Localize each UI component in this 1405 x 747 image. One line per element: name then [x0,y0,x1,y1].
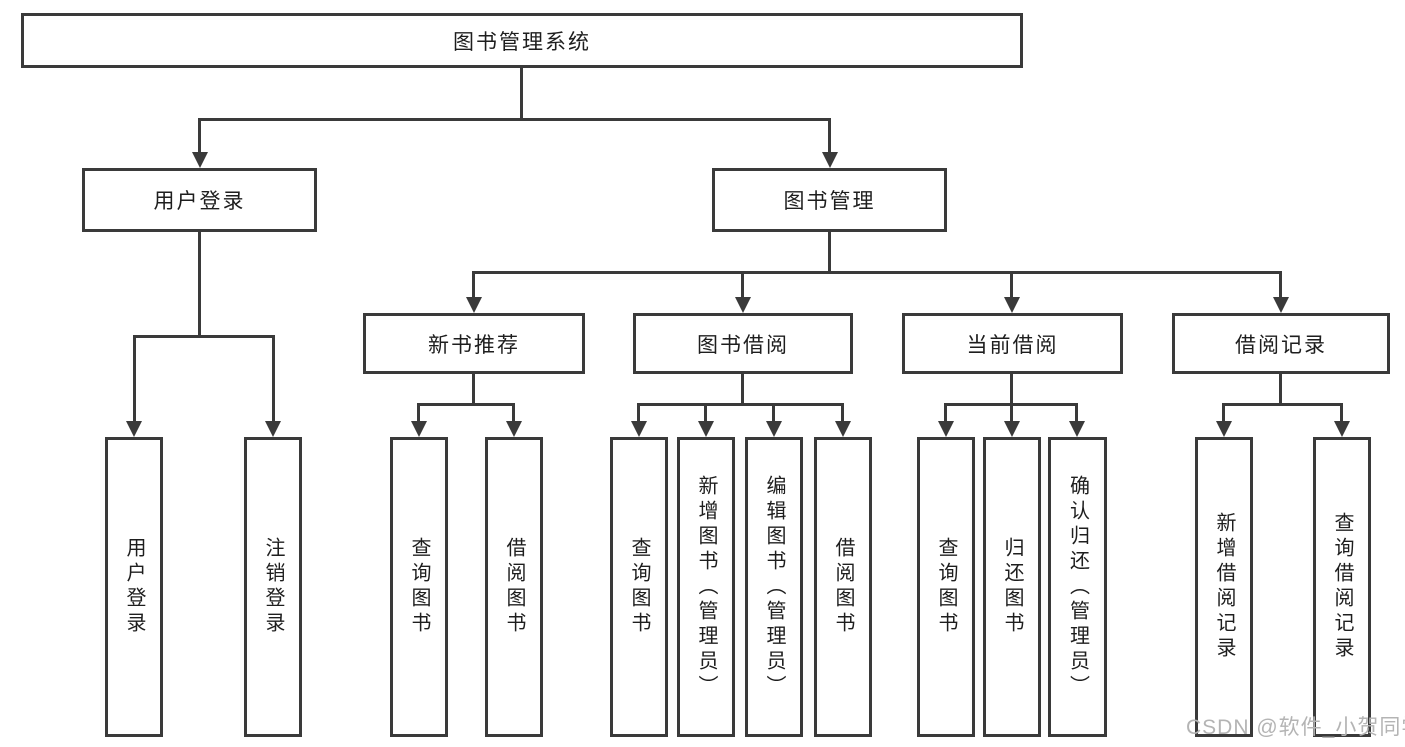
connector-line [741,271,744,299]
node-label: 借阅记录 [1235,333,1327,357]
connector-arrowhead [411,421,427,437]
connector-line [472,271,475,299]
node-label: 新书推荐 [428,333,520,357]
connector-arrowhead [938,421,954,437]
connector-line [1010,374,1013,405]
node-label: 注销登录 [262,537,284,637]
leaf-query-books-2: 查询图书 [610,437,668,737]
leaf-user-login: 用户登录 [105,437,163,737]
node-root: 图书管理系统 [21,13,1023,68]
connector-arrowhead [466,297,482,313]
node-book-borrow: 图书借阅 [633,313,853,374]
leaf-add-borrow-record: 新增借阅记录 [1195,437,1253,737]
connector-line [1340,403,1343,423]
connector-arrowhead [822,152,838,168]
connector-arrowhead [1334,421,1350,437]
leaf-borrow-books-2: 借阅图书 [814,437,872,737]
node-label: 新增借阅记录 [1213,512,1235,662]
connector-line [1010,271,1013,299]
node-label: 当前借阅 [966,333,1059,357]
leaf-query-books-3: 查询图书 [917,437,975,737]
connector-arrowhead [1273,297,1289,313]
node-label: 新增图书（管理员） [695,474,717,700]
node-label: 图书借阅 [697,333,789,357]
node-label: 编辑图书（管理员） [763,474,785,700]
node-label: 归还图书 [1001,537,1023,637]
connector-line [1222,403,1343,406]
connector-line [417,403,420,423]
node-label: 借阅图书 [832,537,854,637]
connector-line [198,118,201,156]
node-label: 确认归还（管理员） [1066,474,1089,700]
connector-line [637,403,844,406]
connector-line [741,374,744,405]
connector-line [772,403,775,423]
connector-line [841,403,844,423]
connector-line [944,403,947,423]
node-label: 查询借阅记录 [1331,512,1353,662]
connector-line [272,335,275,423]
connector-line [704,403,707,423]
node-label: 图书管理 [783,190,876,213]
connector-arrowhead [631,421,647,437]
connector-line [1075,403,1078,423]
connector-line [198,232,201,337]
node-label: 借阅图书 [503,537,525,637]
connector-line [520,68,523,120]
node-label: 查询图书 [628,537,650,637]
node-label: 图书管理系统 [453,30,591,54]
connector-arrowhead [1069,421,1085,437]
connector-line [472,374,475,405]
leaf-confirm-return-admin: 确认归还（管理员） [1048,437,1107,737]
connector-arrowhead [766,421,782,437]
node-new-book-recommend: 新书推荐 [363,313,585,374]
connector-arrowhead [1004,297,1020,313]
node-label: 查询图书 [935,537,957,637]
connector-line [1010,403,1013,423]
connector-line [198,118,831,121]
leaf-logout-login: 注销登录 [244,437,302,737]
node-current-borrow: 当前借阅 [902,313,1123,374]
connector-line [417,403,515,406]
connector-arrowhead [698,421,714,437]
connector-arrowhead [835,421,851,437]
node-user-login: 用户登录 [82,168,317,232]
connector-arrowhead [1004,421,1020,437]
leaf-query-books-1: 查询图书 [390,437,448,737]
watermark-text: CSDN @软件_小贺同学 [1186,716,1405,739]
connector-line [472,271,1282,274]
leaf-query-borrow-record: 查询借阅记录 [1313,437,1371,737]
connector-arrowhead [265,421,281,437]
connector-line [828,232,831,273]
connector-line [828,118,831,156]
connector-line [133,335,136,423]
connector-arrowhead [506,421,522,437]
leaf-edit-book-admin: 编辑图书（管理员） [745,437,803,737]
node-borrow-records: 借阅记录 [1172,313,1390,374]
connector-arrowhead [1216,421,1232,437]
leaf-borrow-books-1: 借阅图书 [485,437,543,737]
leaf-add-book-admin: 新增图书（管理员） [677,437,735,737]
connector-arrowhead [735,297,751,313]
node-label: 查询图书 [408,537,430,637]
connector-line [133,335,275,338]
connector-line [637,403,640,423]
connector-line [1222,403,1225,423]
connector-line [512,403,515,423]
connector-line [1279,271,1282,299]
node-book-management: 图书管理 [712,168,947,232]
node-label: 用户登录 [123,537,145,637]
leaf-return-books: 归还图书 [983,437,1041,737]
connector-arrowhead [192,152,208,168]
node-label: 用户登录 [153,190,246,213]
connector-arrowhead [126,421,142,437]
connector-line [1279,374,1282,405]
